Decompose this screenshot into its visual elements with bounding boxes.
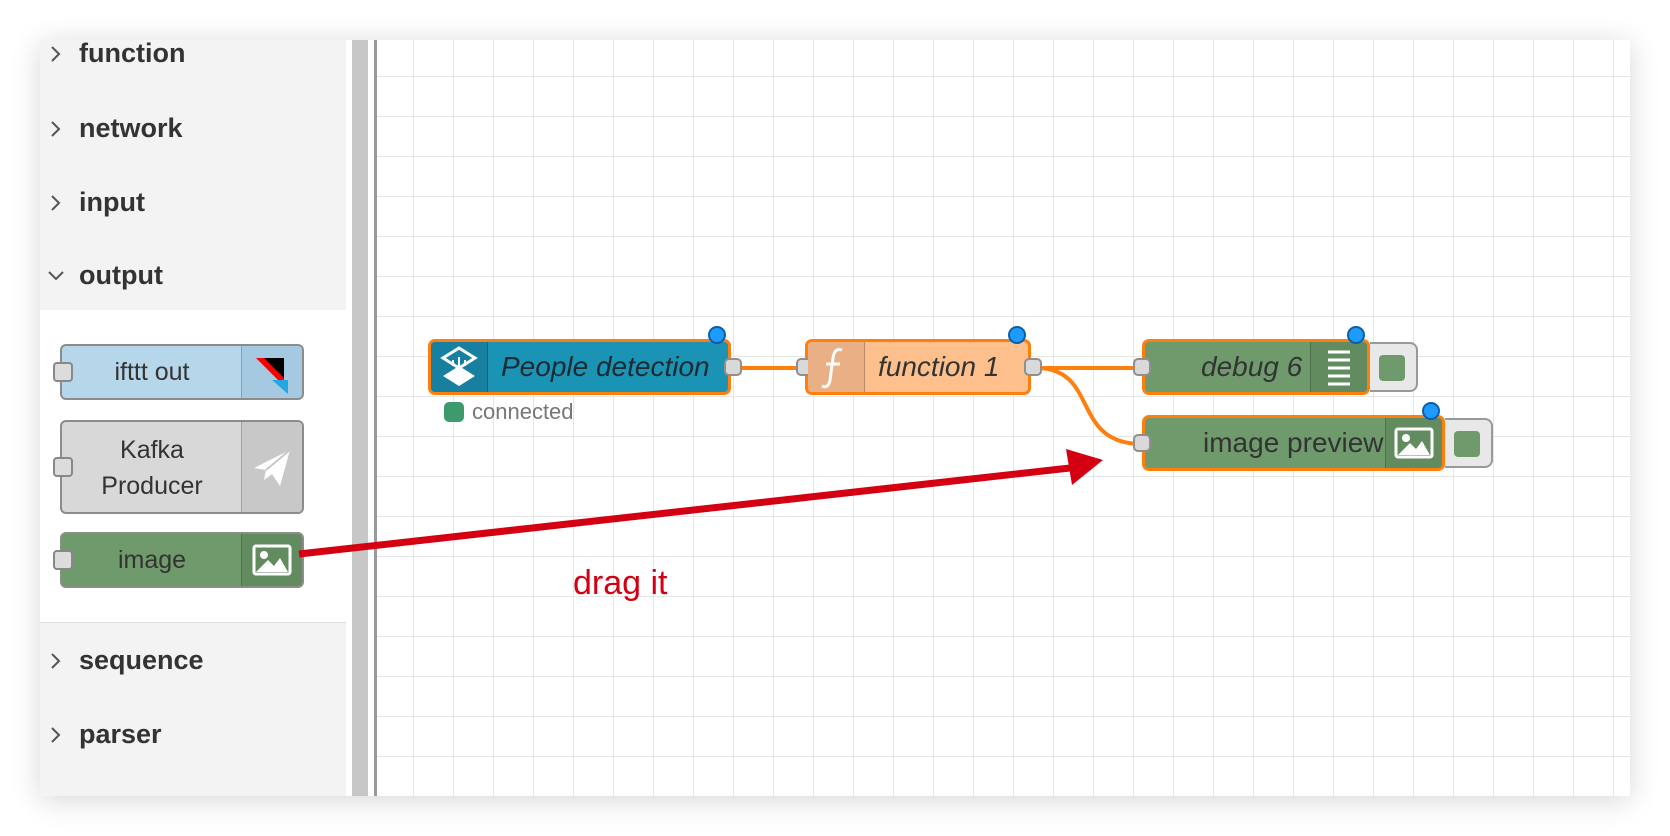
changed-indicator bbox=[1008, 326, 1026, 344]
chevron-right-icon bbox=[51, 121, 61, 137]
list-icon bbox=[1310, 342, 1367, 392]
flow-node-label: People detection bbox=[501, 351, 710, 382]
category-label: function bbox=[79, 40, 186, 68]
chevron-right-icon bbox=[51, 46, 61, 62]
image-icon bbox=[1385, 418, 1442, 468]
category-sequence[interactable]: sequence bbox=[40, 623, 346, 702]
category-label: network bbox=[79, 113, 183, 143]
input-port[interactable] bbox=[1133, 358, 1151, 376]
flow-node-label: function 1 bbox=[878, 351, 1000, 382]
category-input[interactable]: input bbox=[40, 165, 346, 244]
output-port[interactable] bbox=[1024, 358, 1042, 376]
drag-instruction-annotation: drag it bbox=[573, 564, 668, 602]
category-label: sequence bbox=[79, 645, 204, 675]
output-port[interactable] bbox=[724, 358, 742, 376]
workspace-border bbox=[374, 40, 377, 796]
palette-node-label: ifttt out bbox=[114, 358, 190, 386]
ifttt-icon bbox=[241, 346, 302, 398]
preview-toggle-button[interactable] bbox=[1445, 418, 1493, 468]
input-port bbox=[53, 362, 73, 382]
vision-icon bbox=[431, 342, 488, 392]
category-label: parser bbox=[79, 719, 162, 749]
wire bbox=[1035, 366, 1143, 446]
chevron-right-icon bbox=[51, 195, 61, 211]
flow-node-function-1[interactable]: function 1 bbox=[796, 326, 1042, 395]
function-icon bbox=[808, 342, 865, 392]
flow-node-label: debug 6 bbox=[1201, 351, 1303, 382]
palette-node-label-line2: Producer bbox=[101, 472, 203, 500]
debug-toggle-button[interactable] bbox=[1370, 342, 1418, 392]
chevron-right-icon bbox=[51, 653, 61, 669]
drag-arrow-head bbox=[1066, 449, 1103, 485]
category-label: input bbox=[79, 187, 145, 217]
palette-node-ifttt-out[interactable]: ifttt out bbox=[53, 344, 304, 400]
preview-toggle-indicator bbox=[1454, 431, 1480, 457]
palette-node-label: image bbox=[117, 546, 187, 574]
drag-arrow-line bbox=[298, 464, 1071, 558]
input-port bbox=[53, 550, 73, 570]
status-text: connected bbox=[472, 399, 574, 424]
flow-node-debug-6[interactable]: debug 6 bbox=[1133, 326, 1370, 395]
category-output[interactable]: output bbox=[40, 238, 346, 316]
input-port[interactable] bbox=[1133, 434, 1151, 452]
flow-node-image-preview[interactable]: image preview bbox=[1133, 402, 1445, 471]
palette-resize-handle[interactable] bbox=[352, 40, 368, 796]
status-indicator bbox=[444, 402, 464, 422]
changed-indicator bbox=[1347, 326, 1365, 344]
output-category-nodes: ifttt out Kafka Producer bbox=[40, 310, 346, 623]
palette-node-label-line1: Kafka bbox=[120, 436, 184, 464]
image-icon bbox=[241, 534, 302, 586]
category-label: output bbox=[79, 260, 163, 290]
flow-node-label: image preview bbox=[1203, 427, 1384, 458]
category-parser[interactable]: parser bbox=[40, 697, 346, 775]
category-function[interactable]: function bbox=[40, 40, 346, 95]
palette-node-kafka-producer[interactable]: Kafka Producer bbox=[53, 420, 304, 514]
wires-layer bbox=[298, 366, 1143, 558]
chevron-right-icon bbox=[51, 727, 61, 743]
input-port bbox=[53, 457, 73, 477]
paper-plane-icon bbox=[241, 422, 302, 512]
changed-indicator bbox=[1422, 402, 1440, 420]
flow-node-people-detection[interactable]: People detection bbox=[428, 326, 742, 395]
debug-toggle-indicator bbox=[1379, 355, 1405, 381]
chevron-down-icon bbox=[48, 271, 64, 281]
node-palette: function network input output ifttt out bbox=[40, 40, 346, 796]
changed-indicator bbox=[708, 326, 726, 344]
palette-node-image[interactable]: image bbox=[53, 532, 304, 588]
node-red-editor: function network input output ifttt out bbox=[40, 40, 1630, 796]
